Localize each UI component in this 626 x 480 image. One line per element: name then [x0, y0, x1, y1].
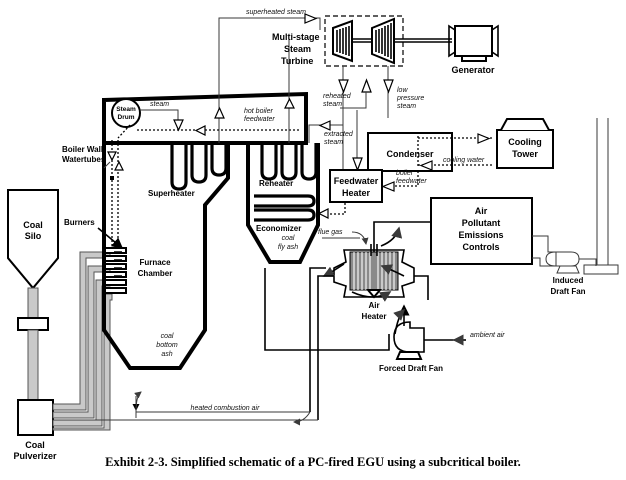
coal-silo-label-1: Coal — [23, 220, 43, 230]
coal-fly-ash-label-2: fly ash — [278, 244, 298, 251]
induced-draft-fan-label-2: Draft Fan — [550, 287, 585, 296]
turbine-label-2: Steam — [284, 44, 311, 54]
feedwater-heater-label-2: Heater — [342, 188, 371, 198]
induced-draft-fan-label-1: Induced — [553, 276, 584, 285]
coal-fly-ash-label-1: coal — [282, 235, 295, 242]
induced-draft-fan: Induced Draft Fan — [532, 235, 597, 296]
feedwater-heater: Feedwater Heater boiler feedwater — [329, 169, 427, 203]
superheated-steam-line: superheated steam — [214, 9, 321, 143]
steam-stream-label: steam — [150, 101, 169, 108]
air-pollutant-emissions-controls: Air Pollutant Emissions Controls — [430, 197, 533, 265]
burners-label: Burners — [64, 218, 95, 227]
stack — [583, 118, 619, 275]
reheater-label: Reheater — [259, 179, 293, 188]
coal-silo: Coal Silo — [7, 189, 59, 290]
furnace-chamber-label-1: Furnace — [139, 258, 171, 267]
superheater: Superheater — [148, 143, 228, 198]
coal-pulverizer: Coal Pulverizer — [13, 399, 57, 461]
apc-label-4: Controls — [463, 242, 500, 252]
cooling-tower-label-1: Cooling — [508, 137, 542, 147]
coal-bottom-ash-label-2: bottom — [156, 342, 178, 349]
generator-label: Generator — [451, 65, 495, 75]
turbine-label-3: Turbine — [281, 56, 313, 66]
economizer-feedwater-line — [317, 202, 346, 219]
ambient-air-label: ambient air — [470, 332, 505, 339]
feedwater-heater-label-1: Feedwater — [334, 176, 379, 186]
apc-label-3: Emissions — [458, 230, 503, 240]
coal-bottom-ash-label-3: ash — [161, 351, 172, 358]
steam-line: steam — [140, 101, 184, 132]
figure-caption: Exhibit 2-3. Simplified schematic of a P… — [105, 455, 521, 469]
turbine-extraction-lines: reheated steam low pressure steam extrac… — [318, 66, 424, 178]
reheated-steam-label-1: reheated — [323, 93, 352, 100]
furnace-chamber-label-2: Chamber — [138, 269, 173, 278]
air-heater-label-2: Heater — [362, 312, 387, 321]
forced-draft-fan-label: Forced Draft Fan — [379, 364, 443, 373]
forced-draft-fan: ambient air Forced Draft Fan — [264, 290, 505, 373]
apc-label-1: Air — [475, 206, 488, 216]
cooling-tower: Cooling Tower — [496, 118, 554, 169]
heated-combustion-air-label: heated combustion air — [191, 405, 261, 412]
cooling-water-label: cooling water — [443, 157, 485, 164]
generator: Generator — [448, 24, 499, 75]
turbine-label-1: Multi-stage — [272, 32, 320, 42]
cooling-tower-label-2: Tower — [512, 149, 538, 159]
apc-label-2: Pollutant — [462, 218, 501, 228]
economizer-label: Economizer — [256, 224, 301, 233]
economizer: Economizer — [254, 194, 316, 233]
steam-drum-label-1: Steam — [116, 106, 136, 113]
steam-turbine-group: Multi-stage Steam Turbine — [272, 15, 452, 67]
low-pressure-steam-label-1: low — [397, 87, 408, 94]
superheated-steam-label: superheated steam — [246, 9, 306, 16]
boiler-wall-watertubes: Boiler Wall Watertubes — [62, 140, 124, 248]
flue-gas-return-duct — [309, 267, 334, 420]
superheater-label: Superheater — [148, 189, 195, 198]
boiler-wall-label-1: Boiler Wall — [62, 145, 103, 154]
coal-pulverizer-label-2: Pulverizer — [13, 451, 57, 461]
hot-boiler-feedwater-label-1: hot boiler — [244, 108, 273, 115]
combustion-air-duct — [264, 268, 429, 300]
hot-boiler-feedwater-line: hot boiler feedwater — [137, 108, 300, 136]
coal-feed-chute — [17, 287, 49, 401]
flue-gas-label: flue gas — [318, 229, 343, 236]
extracted-steam-label-2: steam — [324, 139, 343, 146]
extracted-steam-label-1: extracted — [324, 131, 354, 138]
reheater: Reheater — [259, 143, 318, 188]
steam-drum: Steam Drum — [111, 98, 141, 139]
hot-boiler-feedwater-label-2: feedwater — [244, 116, 275, 123]
low-pressure-steam-label-2: pressure — [396, 95, 424, 102]
condenser-label: Condenser — [386, 149, 434, 159]
coal-pulverizer-label-1: Coal — [25, 440, 45, 450]
low-pressure-steam-label-3: steam — [397, 103, 416, 110]
flue-gas-duct: flue gas — [318, 221, 431, 252]
boiler-enclosure — [102, 91, 320, 370]
cooling-water-loop: cooling water — [418, 133, 492, 171]
heated-combustion-air-line: heated combustion air — [53, 391, 318, 426]
air-heater-label-1: Air — [368, 301, 379, 310]
boiler-feedwater-label-1: boiler — [396, 170, 414, 177]
coal-bottom-ash-label-1: coal — [161, 333, 174, 340]
boiler-wall-label-2: Watertubes — [62, 155, 106, 164]
boiler-feedwater-label-2: feedwater — [396, 178, 427, 185]
steam-drum-label-2: Drum — [118, 114, 135, 121]
coal-silo-label-2: Silo — [25, 231, 42, 241]
air-heater: Air Heater — [322, 244, 415, 321]
reheated-steam-label-2: steam — [323, 101, 342, 108]
